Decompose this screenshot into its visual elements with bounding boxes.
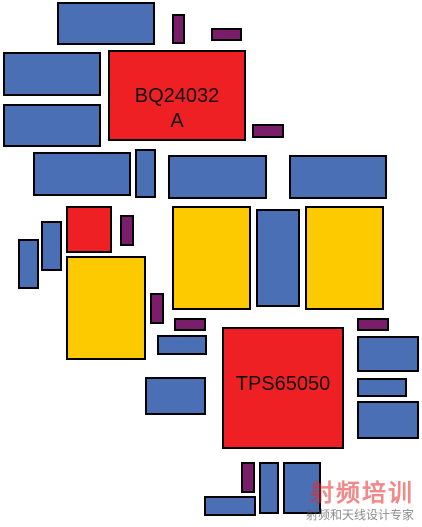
blue-component xyxy=(283,462,321,514)
blue-component xyxy=(204,496,256,516)
chip-bq24032a-label-line2: A xyxy=(170,110,184,132)
chip-bq24032a xyxy=(108,50,246,141)
blue-component xyxy=(357,401,419,439)
blue-component xyxy=(18,239,39,289)
purple-component xyxy=(252,124,284,138)
purple-component xyxy=(174,318,206,331)
blue-component xyxy=(135,149,156,198)
chip-bq24032a-label: BQ24032 A xyxy=(108,84,246,134)
yellow-component xyxy=(172,206,251,310)
blue-component xyxy=(57,2,155,45)
blue-component xyxy=(357,378,407,397)
blue-component xyxy=(41,221,62,271)
watermark-title: 射频培训 xyxy=(310,480,414,507)
purple-component xyxy=(120,215,134,246)
blue-component xyxy=(168,155,267,199)
watermark-subtitle: 射频和天线设计专家 xyxy=(305,508,414,522)
purple-component xyxy=(357,318,389,331)
purple-component xyxy=(172,14,185,44)
chip-tps65050 xyxy=(222,327,344,449)
blue-component xyxy=(3,104,101,147)
blue-component xyxy=(259,462,279,514)
blue-component xyxy=(289,155,387,199)
purple-component xyxy=(211,28,242,41)
blue-component xyxy=(357,336,419,372)
yellow-component xyxy=(66,256,146,360)
watermark: 射频培训 射频和天线设计专家 xyxy=(306,473,414,523)
purple-component xyxy=(241,462,255,493)
blue-component xyxy=(145,377,206,415)
blue-component xyxy=(33,152,131,196)
yellow-component xyxy=(305,206,384,310)
red-component xyxy=(66,206,112,253)
purple-component xyxy=(150,293,164,324)
chip-tps65050-label: TPS65050 xyxy=(235,373,331,395)
blue-component xyxy=(256,209,300,307)
chip-bq24032a-label-line1: BQ24032 xyxy=(134,85,220,107)
blue-component xyxy=(3,52,101,96)
blue-component xyxy=(157,335,207,355)
